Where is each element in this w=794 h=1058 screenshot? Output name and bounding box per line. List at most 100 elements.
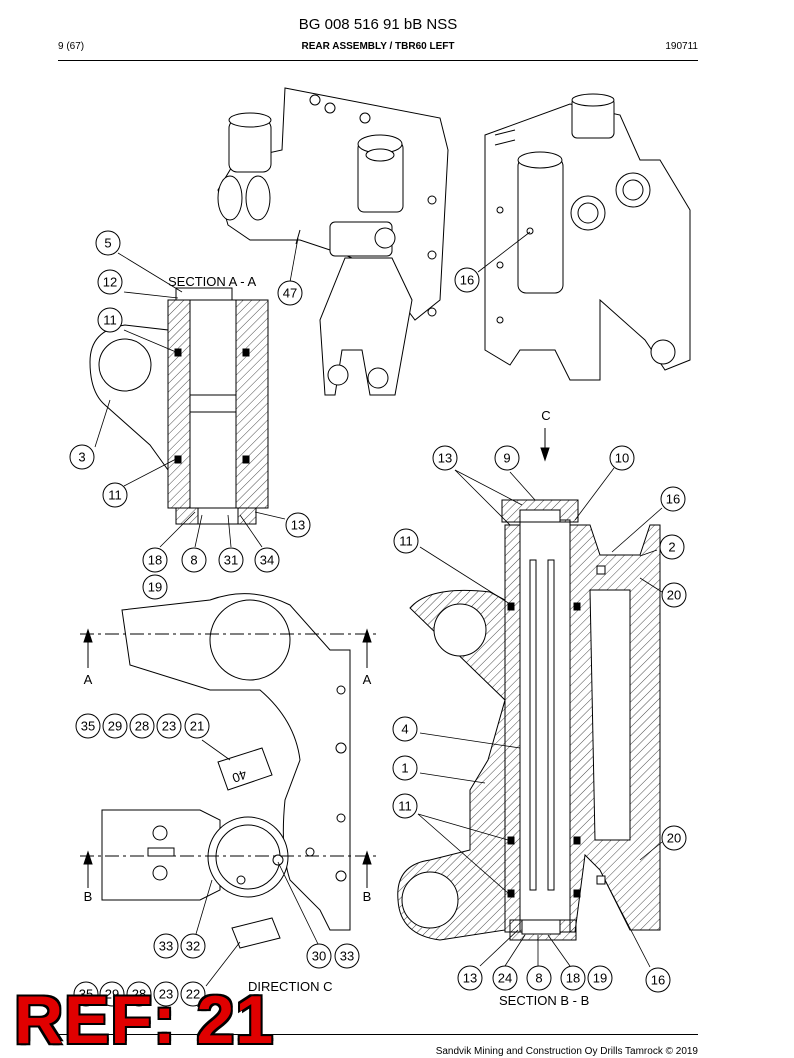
part-callout: 9 <box>494 445 520 471</box>
reference-stamp: REF: 21 <box>14 982 275 1058</box>
part-callout: 19 <box>142 574 168 600</box>
part-callout: 33 <box>153 933 179 959</box>
svg-text:13: 13 <box>463 971 477 986</box>
part-callout: 4 <box>392 716 418 742</box>
svg-text:35: 35 <box>79 987 93 1002</box>
svg-text:1: 1 <box>401 761 408 776</box>
svg-text:16: 16 <box>651 973 665 988</box>
footer-rule <box>58 1034 698 1035</box>
svg-text:16: 16 <box>460 273 474 288</box>
document-title: BG 008 516 91 bB NSS <box>298 16 458 33</box>
part-callout: 35 <box>73 981 99 1007</box>
part-callout: 13 <box>432 445 458 471</box>
page-title: REAR ASSEMBLY / TBR60 LEFT <box>301 41 455 52</box>
part-callout: 24 <box>492 965 518 991</box>
part-callout: 33 <box>334 943 360 969</box>
part-callout: 5 <box>95 230 121 256</box>
part-callout: 1 <box>392 755 418 781</box>
part-callout: 16 <box>454 267 480 293</box>
svg-text:8: 8 <box>190 553 197 568</box>
svg-text:47: 47 <box>283 286 297 301</box>
part-callout: 10 <box>609 445 635 471</box>
svg-text:23: 23 <box>159 987 173 1002</box>
iso-view-rear-assembly <box>217 87 449 396</box>
svg-text:18: 18 <box>566 971 580 986</box>
part-callout: 16 <box>660 486 686 512</box>
svg-text:23: 23 <box>162 719 176 734</box>
svg-text:8: 8 <box>535 971 542 986</box>
svg-text:34: 34 <box>260 553 274 568</box>
svg-text:11: 11 <box>103 313 117 328</box>
iso-view-side <box>484 93 691 381</box>
svg-text:33: 33 <box>159 939 173 954</box>
svg-text:5: 5 <box>104 236 111 251</box>
page-number: 9 (67) <box>58 41 85 52</box>
leader-lines <box>94 231 663 987</box>
part-callout: 8 <box>181 547 207 573</box>
part-callout: 31 <box>218 547 244 573</box>
part-callout: 13 <box>457 965 483 991</box>
svg-text:4: 4 <box>401 722 408 737</box>
svg-text:9: 9 <box>503 451 510 466</box>
part-callout: 8 <box>526 965 552 991</box>
arrow-c-label: C <box>541 408 550 423</box>
header-rule <box>58 60 698 61</box>
document-date: 190711 <box>665 41 698 52</box>
svg-text:28: 28 <box>132 987 146 1002</box>
svg-text:19: 19 <box>148 580 162 595</box>
svg-text:33: 33 <box>340 949 354 964</box>
part-callout: 13 <box>285 512 311 538</box>
svg-text:24: 24 <box>498 971 512 986</box>
svg-text:35: 35 <box>81 719 95 734</box>
part-callout: 18 <box>142 547 168 573</box>
svg-text:13: 13 <box>291 518 305 533</box>
part-callout: 11 <box>392 793 418 819</box>
svg-text:3: 3 <box>78 450 85 465</box>
svg-text:16: 16 <box>666 492 680 507</box>
arrow-a-right-label: A <box>363 672 372 687</box>
section-a-a <box>89 287 269 525</box>
part-callout: 11 <box>97 307 123 333</box>
svg-text:31: 31 <box>224 553 238 568</box>
part-callout: 12 <box>97 269 123 295</box>
svg-text:20: 20 <box>667 588 681 603</box>
part-callout: 18 <box>560 965 586 991</box>
part-callout: 21 <box>184 713 210 739</box>
part-callout: 29 <box>102 713 128 739</box>
part-callout: 34 <box>254 547 280 573</box>
part-callout: 16 <box>645 967 671 993</box>
arrow-a-left-label: A <box>84 672 93 687</box>
part-callout: 20 <box>661 582 687 608</box>
part-callout: 22 <box>180 981 206 1007</box>
part-callout: 30 <box>306 943 332 969</box>
part-callout: 19 <box>587 965 613 991</box>
svg-text:10: 10 <box>615 451 629 466</box>
part-callout: 28 <box>126 981 152 1007</box>
svg-text:19: 19 <box>593 971 607 986</box>
svg-text:12: 12 <box>103 275 117 290</box>
svg-text:28: 28 <box>135 719 149 734</box>
top-view <box>80 593 380 949</box>
svg-text:11: 11 <box>398 799 412 814</box>
section-a-a-label: SECTION A - A <box>168 274 256 289</box>
part-callout: 28 <box>129 713 155 739</box>
part-callout: 35 <box>75 713 101 739</box>
part-callout: 23 <box>153 981 179 1007</box>
svg-text:20: 20 <box>667 831 681 846</box>
svg-text:29: 29 <box>105 987 119 1002</box>
svg-text:2: 2 <box>668 540 675 555</box>
part-callout: 11 <box>102 482 128 508</box>
footer-copyright: Sandvik Mining and Construction Oy Drill… <box>435 1046 698 1057</box>
part-callout: 2 <box>659 534 685 560</box>
part-callout: 20 <box>661 825 687 851</box>
part-callout: 29 <box>99 981 125 1007</box>
section-b-b-label: SECTION B - B <box>499 993 589 1008</box>
svg-text:22: 22 <box>186 987 200 1002</box>
part-callout: 3 <box>69 444 95 470</box>
arrow-b-right-label: B <box>363 889 372 904</box>
part-callout: 47 <box>277 280 303 306</box>
svg-text:18: 18 <box>148 553 162 568</box>
svg-text:32: 32 <box>186 939 200 954</box>
svg-text:13: 13 <box>438 451 452 466</box>
